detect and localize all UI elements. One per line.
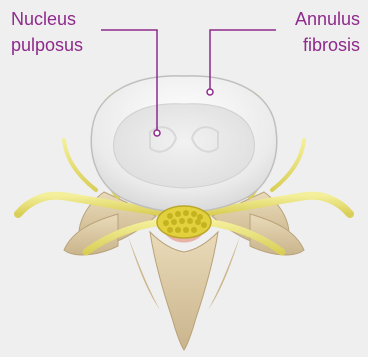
nucleus-pulposus-label: Nucleus pulposus <box>11 6 83 58</box>
nucleus-callout-dot <box>154 130 160 136</box>
spinal-cord <box>157 206 211 238</box>
intervertebral-disc <box>91 76 277 212</box>
annulus-callout-dot <box>207 89 213 95</box>
nucleus-pulposus-region <box>114 104 255 188</box>
annulus-fibrosis-label: Annulus fibrosis <box>295 6 360 58</box>
